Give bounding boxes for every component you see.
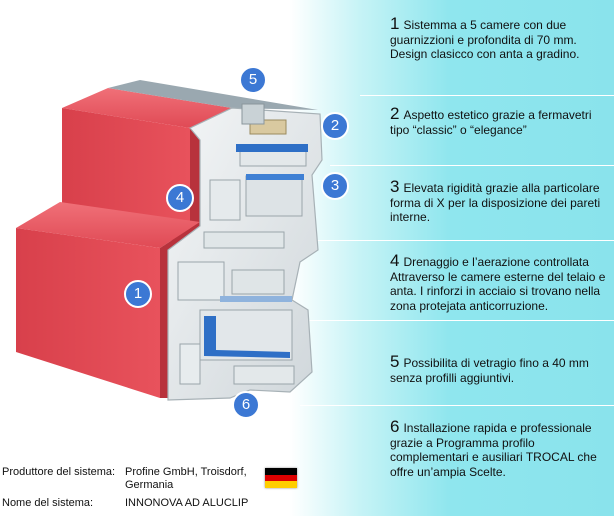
pvc-profile	[167, 103, 323, 401]
producer-country: Germania	[125, 479, 174, 491]
separator	[300, 405, 614, 406]
feature-number: 5	[390, 352, 400, 371]
badge-label: 5	[248, 71, 258, 88]
feature-text: Possibilita di vetragio fino a 40 mm sen…	[390, 356, 589, 385]
system-value: INNONOVA AD ALUCLIP	[125, 497, 249, 509]
separator	[330, 165, 614, 166]
separator	[310, 240, 614, 241]
feature-number: 4	[390, 251, 400, 270]
badge-label: 3	[330, 177, 340, 194]
callout-badges	[124, 66, 349, 419]
glazing-strip	[108, 80, 318, 110]
badge-label: 1	[133, 285, 143, 302]
feature-text: Elevata rigidità grazie alla particolare…	[390, 181, 601, 224]
feature-number: 2	[390, 104, 400, 123]
feature-text: Drenaggio e l’aerazione controllata Attr…	[390, 255, 606, 313]
producer-label: Produttore del sistema:	[2, 466, 116, 478]
feature-text: Sistemma a 5 camere con due guarnizzioni…	[390, 18, 580, 61]
badge-label: 2	[330, 117, 340, 134]
feature-number: 3	[390, 177, 400, 196]
badge-label: 4	[175, 189, 185, 206]
producer-value: Profine GmbH, Troisdorf,	[125, 466, 247, 478]
germany-flag-icon	[265, 468, 297, 488]
feature-text: Aspetto estetico grazie a fermavetri tip…	[390, 108, 592, 137]
system-label: Nome del sistema:	[2, 497, 94, 509]
feature-number: 1	[390, 14, 400, 33]
feature-number: 6	[390, 417, 400, 436]
separator	[360, 95, 614, 96]
separator	[300, 320, 614, 321]
badge-label: 6	[241, 396, 251, 413]
feature-text: Installazione rapida e professionale gra…	[390, 421, 597, 479]
